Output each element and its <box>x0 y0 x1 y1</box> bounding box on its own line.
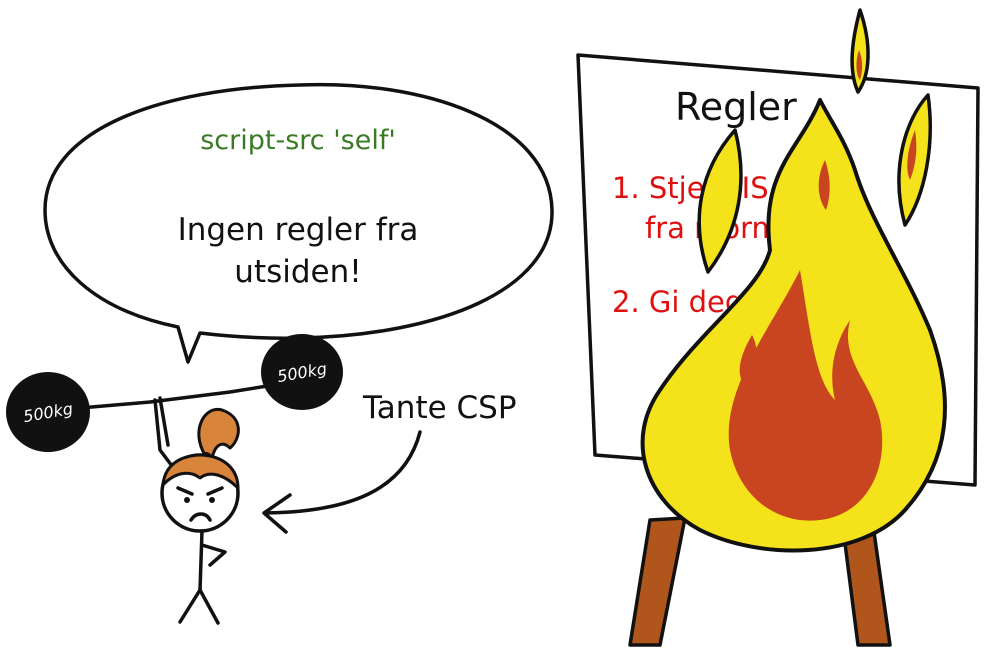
speech-bubble: script-src 'self' Ingen regler fra utsid… <box>43 82 554 364</box>
poster-title: Regler <box>675 85 797 129</box>
easel-leg-left <box>628 516 687 647</box>
inner-flame <box>728 270 883 521</box>
stick-figure <box>153 396 240 625</box>
bubble-line-1: Ingen regler fra <box>178 212 419 248</box>
callout-arrow <box>263 430 422 515</box>
flame-top <box>850 8 870 94</box>
flame-left <box>697 128 743 274</box>
left-weight: 500kg <box>6 372 90 452</box>
bubble-line-2: utsiden! <box>234 254 361 290</box>
fire <box>640 8 947 553</box>
barbell: 500kg 500kg <box>6 334 343 452</box>
character-callout: Tante CSP <box>262 390 517 534</box>
right-weight: 500kg <box>261 334 343 410</box>
bubble-code-text: script-src 'self' <box>200 125 396 156</box>
character-label: Tante CSP <box>362 390 517 426</box>
ponytail <box>197 407 240 460</box>
